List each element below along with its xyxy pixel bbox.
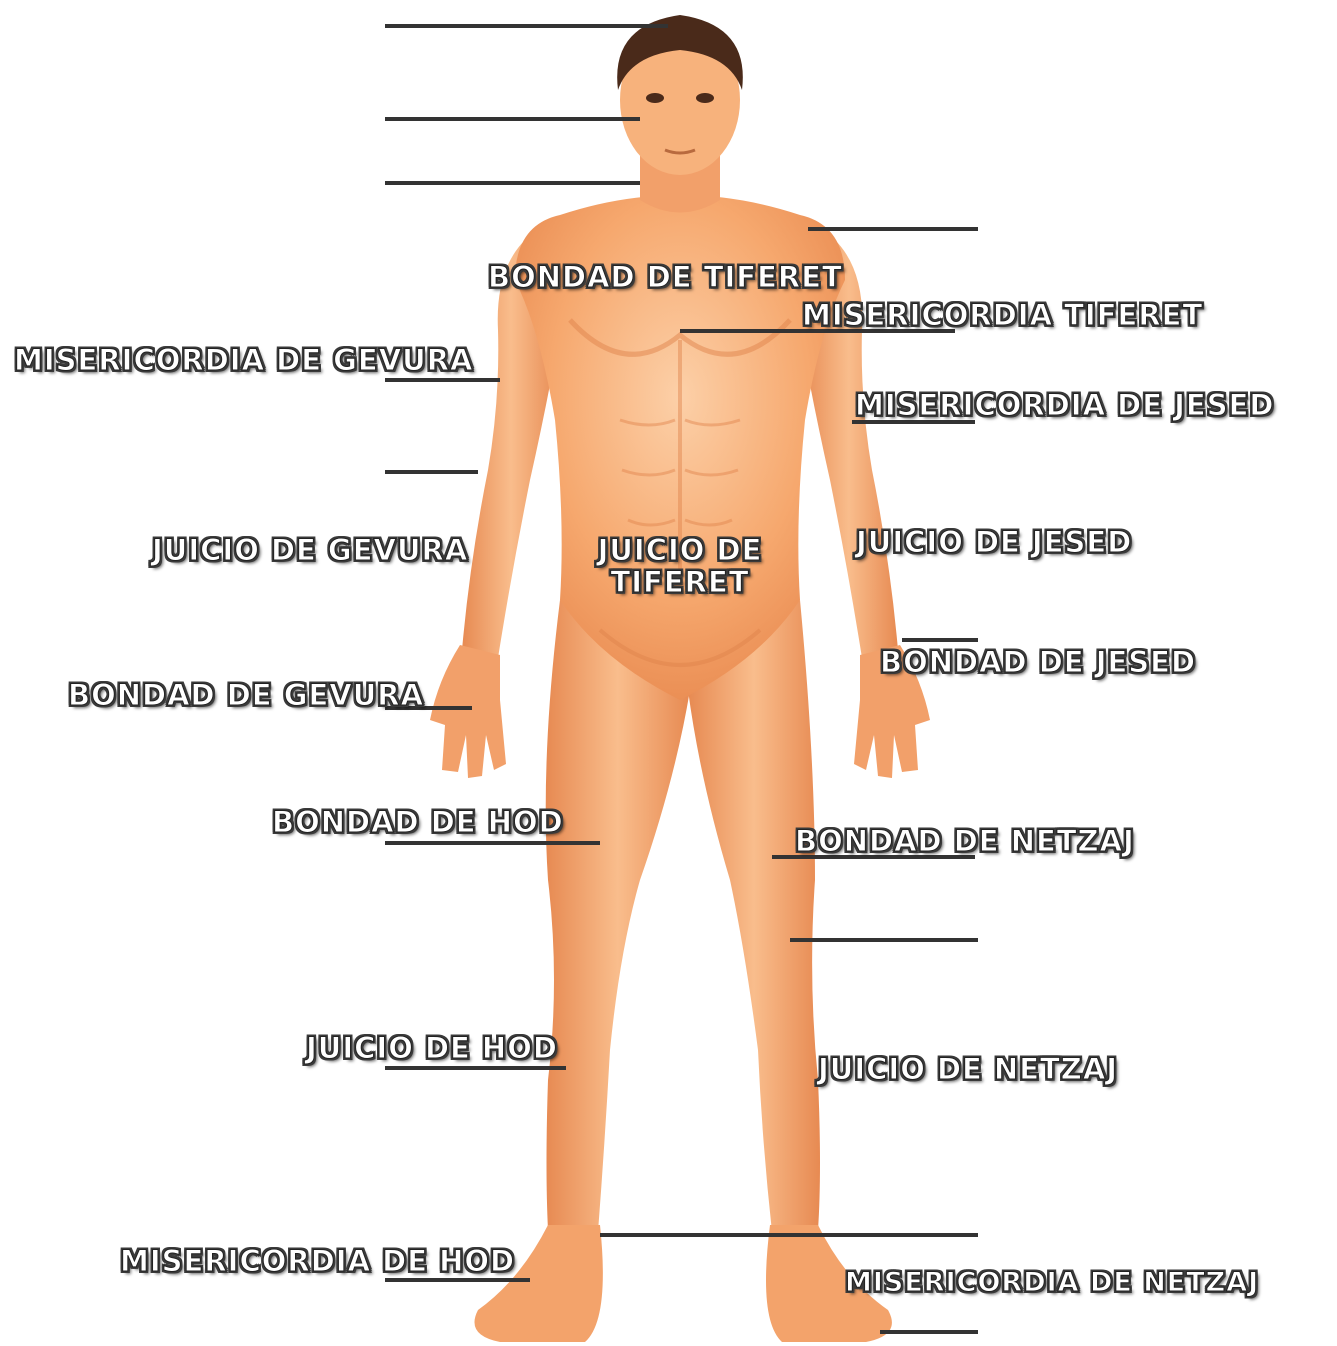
left-foot — [474, 1225, 602, 1342]
label-misericordia-de-gevura: MISERICORDIA DE GEVURA — [14, 345, 474, 377]
label-bondad-de-gevura: BONDAD DE GEVURA — [68, 680, 424, 712]
label-juicio-de-tiferet-line2: TIFERET — [582, 567, 778, 599]
label-bondad-de-jesed: BONDAD DE JESED — [880, 647, 1196, 679]
label-juicio-de-netzaj: JUICIO DE NETZAJ — [818, 1054, 1118, 1086]
label-bondad-de-netzaj: BONDAD DE NETZAJ — [795, 826, 1135, 858]
label-misericordia-tiferet: MISERICORDIA TIFERET — [802, 300, 1203, 332]
label-juicio-de-gevura: JUICIO DE GEVURA — [152, 535, 468, 567]
label-juicio-de-tiferet-line1: JUICIO DE — [582, 535, 778, 567]
right-leg — [688, 600, 820, 1232]
label-misericordia-de-hod: MISERICORDIA DE HOD — [120, 1246, 515, 1278]
label-juicio-de-jesed: JUICIO DE JESED — [856, 527, 1132, 559]
label-juicio-de-hod: JUICIO DE HOD — [306, 1033, 558, 1065]
left-hand — [430, 645, 506, 778]
label-bondad-de-hod: BONDAD DE HOD — [272, 807, 564, 839]
label-juicio-de-tiferet: JUICIO DE TIFERET — [582, 535, 778, 599]
left-leg — [546, 600, 690, 1232]
label-misericordia-de-netzaj: MISERICORDIA DE NETZAJ — [845, 1268, 1259, 1298]
label-bondad-de-tiferet: BONDAD DE TIFERET — [488, 262, 843, 294]
label-misericordia-de-jesed: MISERICORDIA DE JESED — [855, 390, 1274, 422]
